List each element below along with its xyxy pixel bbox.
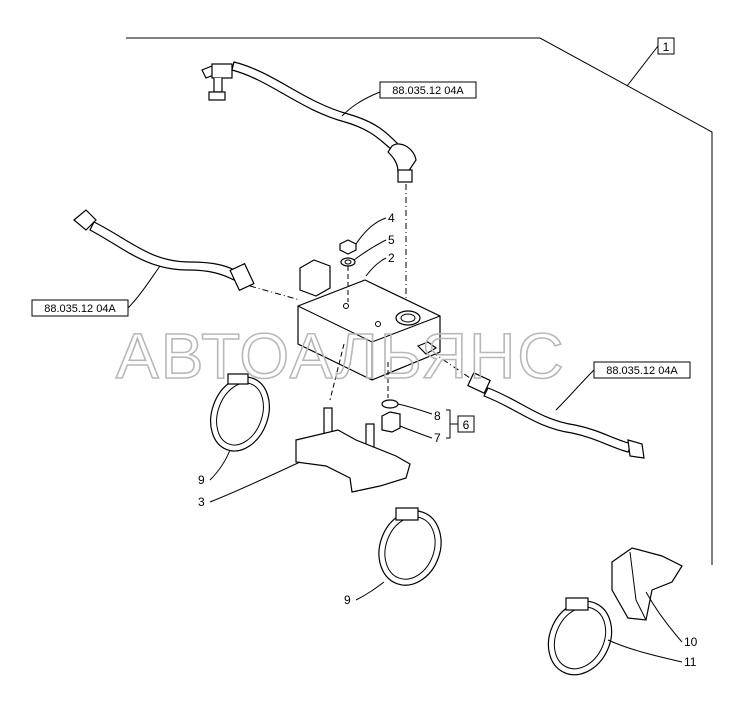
svg-text:7: 7 <box>434 431 441 445</box>
svg-text:2: 2 <box>388 251 395 265</box>
callout-9-upper: 9 <box>198 449 231 487</box>
svg-text:9: 9 <box>344 593 351 607</box>
group-frame: 1 <box>126 37 713 565</box>
svg-text:88.035.12 04A: 88.035.12 04A <box>44 303 116 315</box>
bracket <box>295 407 411 493</box>
callout-9-lower: 9 <box>344 581 385 607</box>
nut-washer <box>339 239 357 267</box>
pipe-right <box>431 351 645 459</box>
callout-8: 8 <box>397 403 441 423</box>
group-box-1 <box>657 37 675 55</box>
pipe-top <box>201 61 417 310</box>
callout-2: 2 <box>365 251 395 277</box>
ref-box-right[interactable]: 88.035.12 04A <box>555 361 691 411</box>
plug-seal <box>381 399 401 433</box>
svg-text:11: 11 <box>684 655 697 669</box>
clamp-middle <box>378 507 442 586</box>
svg-text:3: 3 <box>198 495 205 509</box>
callout-5: 5 <box>353 233 395 261</box>
group-label-1: 1 <box>663 40 670 54</box>
valve-block <box>297 259 441 401</box>
callout-11: 11 <box>607 639 697 669</box>
callout-7: 7 <box>399 425 441 445</box>
svg-text:88.035.12 04A: 88.035.12 04A <box>392 85 464 97</box>
svg-text:8: 8 <box>434 409 441 423</box>
clamp-lower <box>547 597 613 676</box>
clamp-upper <box>210 373 270 452</box>
callout-10: 10 <box>645 591 698 649</box>
group-box-6: 6 <box>446 409 475 439</box>
svg-text:4: 4 <box>388 211 395 225</box>
svg-text:88.035.12 04A: 88.035.12 04A <box>606 365 678 377</box>
ref-box-top[interactable]: 88.035.12 04A <box>341 81 477 117</box>
support-block <box>611 547 683 621</box>
callout-4: 4 <box>355 211 395 245</box>
watermark-text: АВТОАЛЬЯНС <box>116 320 566 392</box>
svg-text:10: 10 <box>684 635 698 649</box>
svg-text:5: 5 <box>388 233 395 247</box>
callout-3: 3 <box>198 461 301 509</box>
pipe-left <box>73 209 301 301</box>
ref-box-left[interactable]: 88.035.12 04A <box>31 265 161 317</box>
svg-text:9: 9 <box>198 473 205 487</box>
svg-text:6: 6 <box>463 418 470 432</box>
